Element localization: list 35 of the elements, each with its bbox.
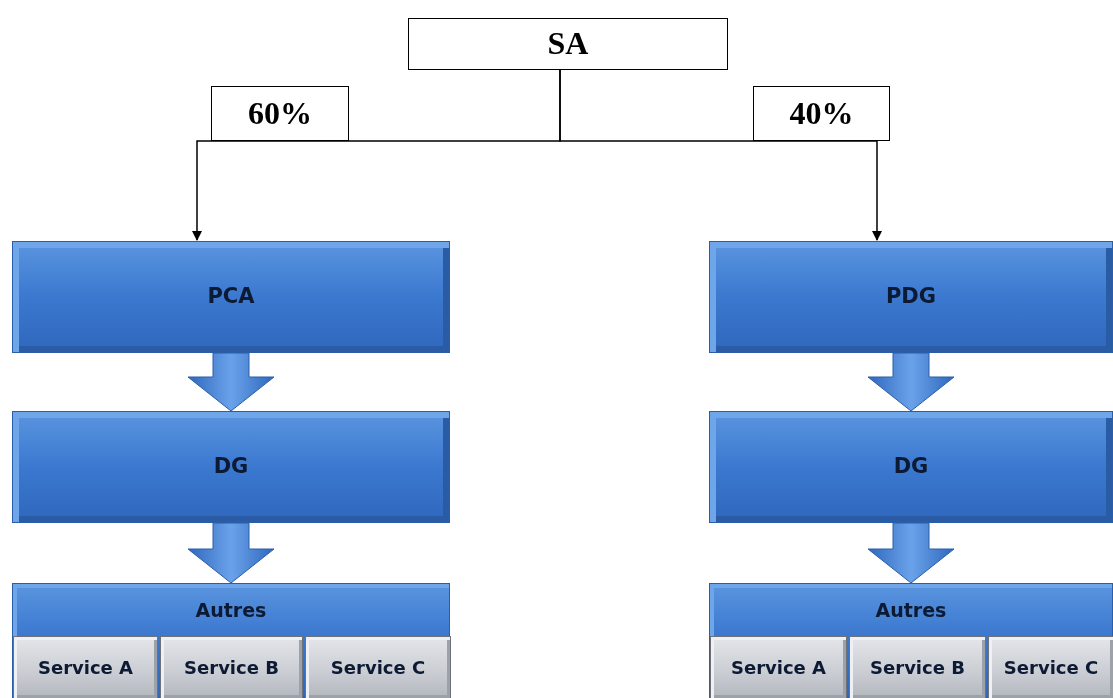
node-label: Autres <box>195 600 267 621</box>
department-band <box>12 583 450 698</box>
role-box <box>709 241 1113 353</box>
label-box <box>408 18 728 70</box>
role-box <box>12 241 450 353</box>
block-arrow <box>867 522 955 584</box>
department-band <box>709 583 1113 698</box>
node-label: Service A <box>731 657 826 678</box>
node-label: PCA <box>207 285 255 309</box>
label-box <box>211 86 349 141</box>
service-box <box>13 636 158 698</box>
node-label: DG <box>893 455 929 479</box>
block-arrow <box>867 352 955 412</box>
node-label: DG <box>213 455 249 479</box>
role-box <box>709 411 1113 523</box>
service-box <box>988 636 1113 698</box>
block-arrow <box>187 522 275 584</box>
node-label: SA <box>547 26 589 62</box>
service-box <box>160 636 303 698</box>
service-box <box>305 636 451 698</box>
node-label: Service A <box>38 657 133 678</box>
node-label: Service C <box>330 657 426 678</box>
service-box <box>849 636 986 698</box>
label-box <box>753 86 890 141</box>
service-box <box>710 636 847 698</box>
node-label: 60% <box>248 95 312 132</box>
node-label: Service C <box>1003 657 1099 678</box>
block-arrow <box>187 352 275 412</box>
node-label: Service B <box>870 657 965 678</box>
node-label: 40% <box>789 95 854 132</box>
node-label: Autres <box>875 600 947 621</box>
connector-arrow <box>559 69 882 241</box>
role-box <box>12 411 450 523</box>
node-label: Service B <box>184 657 279 678</box>
node-label: PDG <box>885 285 937 309</box>
